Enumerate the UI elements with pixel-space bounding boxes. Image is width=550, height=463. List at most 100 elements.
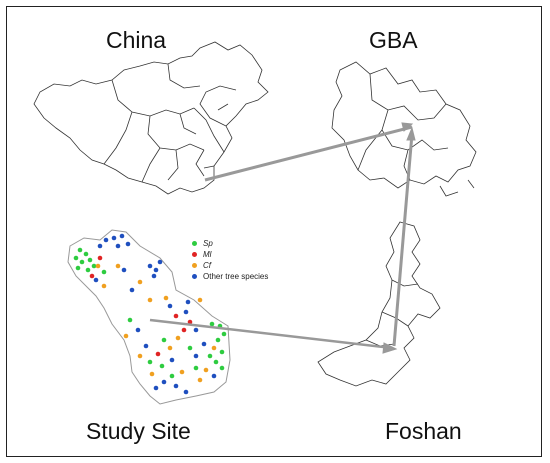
tree-point-other — [153, 385, 159, 391]
tree-point-other — [185, 299, 191, 305]
tree-point-cf — [137, 353, 143, 359]
tree-point-other — [147, 263, 153, 269]
tree-point-other — [153, 267, 159, 273]
legend-item-sp: Sp — [192, 238, 268, 249]
figure-frame — [6, 6, 542, 457]
tree-point-other — [129, 287, 135, 293]
tree-point-sp — [101, 269, 107, 275]
legend-label-cf: Cf — [203, 261, 211, 270]
tree-point-sp — [219, 365, 225, 371]
legend-dot-ml — [192, 252, 197, 257]
foshan-map — [317, 221, 441, 387]
foshan-to-gba-arrowhead — [406, 126, 416, 141]
tree-point-cf — [197, 297, 203, 303]
china-to-gba-arrowhead — [401, 122, 414, 132]
legend-label-ml: Ml — [203, 250, 212, 259]
tree-point-cf — [137, 279, 143, 285]
legend-label-other: Other tree species — [203, 272, 269, 281]
study-site-title: Study Site — [86, 418, 191, 444]
tree-point-sp — [221, 331, 227, 337]
tree-point-sp — [193, 365, 199, 371]
tree-point-other — [211, 373, 217, 379]
tree-point-other — [115, 243, 121, 249]
tree-point-sp — [77, 247, 83, 253]
tree-point-ml — [187, 319, 193, 325]
tree-point-sp — [215, 337, 221, 343]
connector-arrows — [149, 122, 416, 354]
tree-point-other — [183, 389, 189, 395]
tree-point-sp — [73, 255, 79, 261]
tree-point-other — [103, 237, 109, 243]
tree-point-sp — [75, 265, 81, 271]
tree-point-cf — [149, 371, 155, 377]
tree-point-other — [161, 379, 167, 385]
tree-point-ml — [173, 313, 179, 319]
tree-point-cf — [95, 263, 101, 269]
tree-point-sp — [79, 259, 85, 265]
tree-point-other — [201, 341, 207, 347]
tree-point-cf — [163, 295, 169, 301]
study-site-map — [67, 229, 231, 405]
legend-dot-sp — [192, 241, 197, 246]
tree-point-sp — [85, 267, 91, 273]
tree-point-other — [135, 327, 141, 333]
tree-point-cf — [115, 263, 121, 269]
tree-point-cf — [179, 369, 185, 375]
legend-item-ml: Ml — [192, 249, 268, 260]
tree-point-other — [169, 357, 175, 363]
tree-point-sp — [219, 349, 225, 355]
tree-point-sp — [159, 363, 165, 369]
tree-point-ml — [181, 327, 187, 333]
tree-point-other — [151, 273, 157, 279]
tree-point-other — [119, 233, 125, 239]
china-map — [33, 41, 269, 195]
tree-point-cf — [123, 333, 129, 339]
tree-point-other — [125, 241, 131, 247]
legend-dot-other — [192, 274, 197, 279]
tree-point-cf — [175, 335, 181, 341]
tree-point-cf — [197, 377, 203, 383]
tree-points — [73, 233, 227, 395]
legend-item-cf: Cf — [192, 260, 268, 271]
tree-point-cf — [211, 345, 217, 351]
site-to-foshan-arrowhead — [382, 342, 398, 354]
tree-point-sp — [91, 263, 97, 269]
tree-point-sp — [187, 345, 193, 351]
tree-point-cf — [147, 297, 153, 303]
tree-point-ml — [155, 351, 161, 357]
tree-point-ml — [97, 255, 103, 261]
tree-point-ml — [89, 273, 95, 279]
tree-point-sp — [169, 373, 175, 379]
tree-point-other — [97, 243, 103, 249]
legend-label-sp: Sp — [203, 239, 213, 248]
tree-point-sp — [147, 359, 153, 365]
tree-point-other — [121, 267, 127, 273]
tree-point-other — [111, 235, 117, 241]
tree-point-other — [167, 303, 173, 309]
tree-point-sp — [161, 337, 167, 343]
legend-dot-cf — [192, 263, 197, 268]
tree-point-cf — [203, 367, 209, 373]
tree-point-sp — [213, 359, 219, 365]
foshan-title: Foshan — [385, 418, 462, 444]
tree-point-sp — [209, 321, 215, 327]
tree-point-cf — [167, 345, 173, 351]
tree-point-other — [173, 383, 179, 389]
tree-point-other — [183, 309, 189, 315]
tree-point-sp — [127, 317, 133, 323]
species-legend: Sp Ml Cf Other tree species — [192, 238, 268, 282]
tree-point-other — [93, 277, 99, 283]
tree-point-other — [143, 343, 149, 349]
china-title: China — [106, 27, 167, 53]
tree-point-other — [157, 259, 163, 265]
china-to-gba-arrow — [204, 125, 413, 182]
tree-point-cf — [101, 283, 107, 289]
tree-point-sp — [83, 251, 89, 257]
tree-point-sp — [87, 257, 93, 263]
tree-point-other — [193, 353, 199, 359]
tree-point-other — [193, 327, 199, 333]
foshan-to-gba-arrow — [392, 133, 414, 347]
gba-title: GBA — [369, 27, 418, 53]
legend-item-other: Other tree species — [192, 271, 268, 282]
